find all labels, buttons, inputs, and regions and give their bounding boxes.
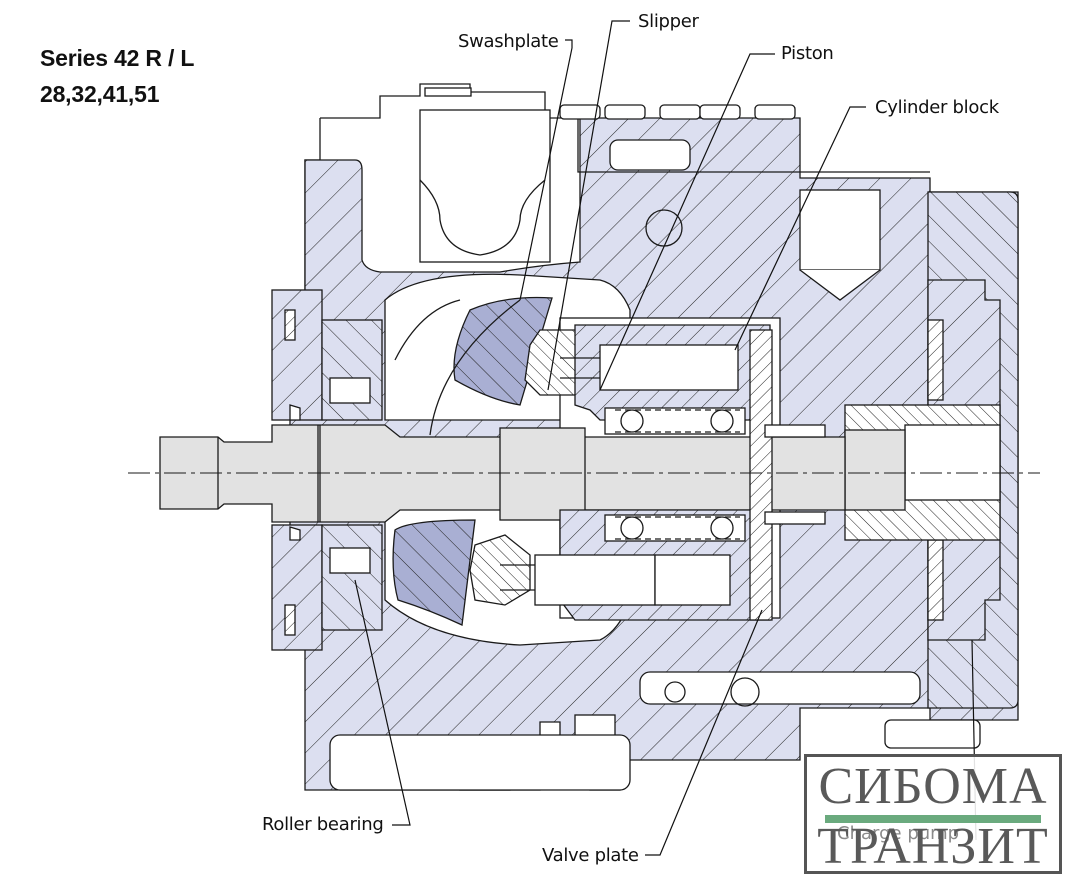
swashplate-bottom xyxy=(392,519,476,626)
leader-cylinder-block xyxy=(734,106,866,351)
front-flange-bottom xyxy=(271,524,323,651)
piston-bottom xyxy=(534,554,656,606)
label-swashplate: Swashplate xyxy=(458,31,559,52)
label-cylinder-block: Cylinder block xyxy=(875,97,999,118)
series-title: Series 42 R / L xyxy=(40,45,195,71)
valve-plate xyxy=(749,329,773,621)
roller-bearing-bottom xyxy=(321,524,383,631)
leader-valve-plate xyxy=(645,609,763,856)
roller-bearing-top xyxy=(321,319,383,421)
watermark-line2: ТРАНЗИТ xyxy=(817,818,1049,875)
front-flange-top xyxy=(271,289,323,421)
piston-top xyxy=(599,344,739,391)
slipper-bottom xyxy=(469,534,531,606)
label-piston: Piston xyxy=(781,43,834,64)
watermark-line1: СИБОМА xyxy=(818,758,1048,815)
leader-swashplate xyxy=(519,39,573,301)
watermark-logo: СИБОМА Charge pump ТРАНЗИТ xyxy=(804,754,1062,874)
label-roller-bearing: Roller bearing xyxy=(262,814,384,835)
leader-piston xyxy=(599,53,775,391)
label-charge-pump: Charge pump xyxy=(837,823,960,844)
label-slipper: Slipper xyxy=(638,11,699,32)
watermark-bar xyxy=(825,815,1041,823)
leader-roller-bearing xyxy=(354,579,411,826)
leader-slipper xyxy=(547,20,630,391)
label-valve-plate: Valve plate xyxy=(542,845,639,866)
model-sizes: 28,32,41,51 xyxy=(40,81,160,107)
